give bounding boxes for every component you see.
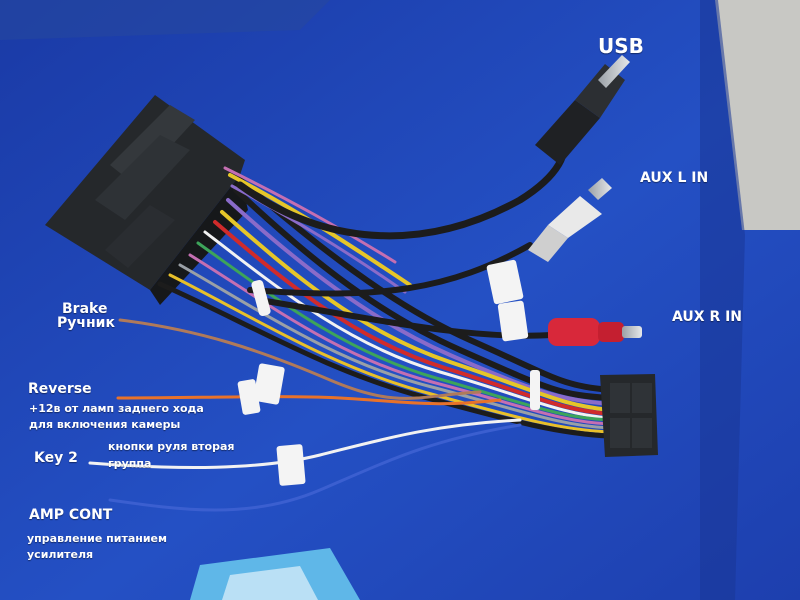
wire-bundle — [157, 166, 613, 439]
surface-top-shade — [0, 0, 330, 40]
amp-cont-label: AMP CONT — [29, 507, 113, 523]
reverse-desc-line-2: для включения камеры — [29, 418, 181, 431]
reverse-desc-line-1: +12в от ламп заднего хода — [29, 402, 204, 415]
amp-cont-wire — [108, 423, 522, 512]
usb-plug — [598, 55, 630, 88]
usb-label: USB — [598, 34, 644, 58]
key2-wire — [88, 418, 522, 469]
key2-desc-line-2: группа — [108, 457, 152, 470]
usb-cable — [236, 55, 630, 240]
reverse-wire — [116, 395, 502, 406]
reverse-label: Reverse — [28, 381, 92, 397]
key2-desc-line-1: кнопки руля вторая — [108, 440, 235, 453]
main-connector — [45, 95, 248, 305]
wire-tags — [237, 259, 540, 486]
aux-l-cable — [247, 178, 612, 297]
rca-plug-red — [548, 318, 600, 346]
surface-edge-shadow — [700, 0, 745, 600]
box-print — [222, 566, 318, 600]
amp-desc-line-2: усилителя — [27, 548, 94, 561]
brake-ru-label: Ручник — [57, 315, 115, 331]
loose-wires — [88, 318, 522, 512]
output-connector — [600, 374, 658, 457]
amp-desc-line-1: управление питанием — [27, 532, 168, 545]
brake-wire — [118, 318, 482, 400]
aux-l-in-label: AUX L IN — [640, 170, 709, 186]
rca-plug-white — [548, 196, 602, 238]
brake-label: Brake — [62, 301, 108, 317]
aux-r-in-label: AUX R IN — [672, 309, 743, 325]
key2-label: Key 2 — [34, 450, 78, 466]
